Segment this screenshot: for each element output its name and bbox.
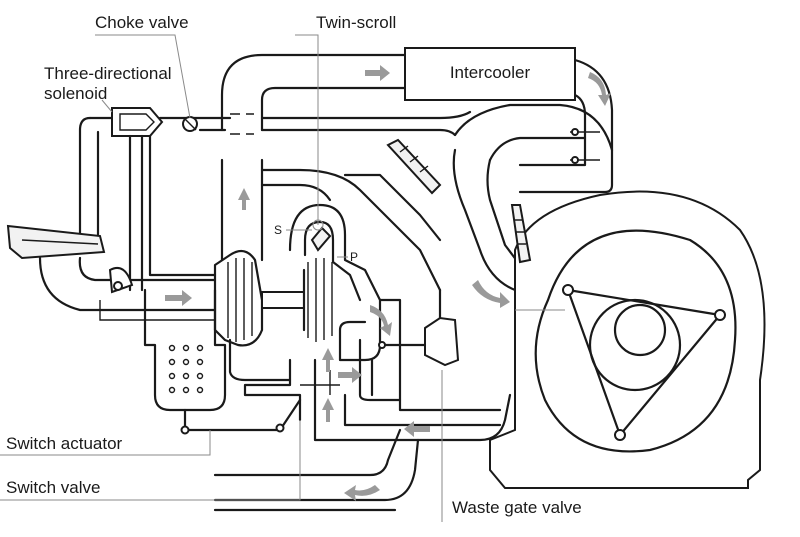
rotary-engine bbox=[489, 190, 766, 489]
intercooler bbox=[404, 47, 576, 101]
waste-gate-valve bbox=[370, 288, 460, 397]
turbine-housing bbox=[288, 203, 382, 362]
intake-manifold bbox=[452, 103, 614, 292]
three-directional-solenoid-label-line2: solenoid bbox=[44, 84, 108, 103]
air-intake bbox=[6, 224, 106, 260]
flow-arrow-icon bbox=[165, 65, 611, 501]
scroll-s-label: S bbox=[274, 223, 283, 237]
intercooler-label: Intercooler bbox=[449, 63, 531, 82]
compressor-housing bbox=[213, 158, 292, 382]
scroll-p-label: P bbox=[350, 250, 359, 264]
exhaust-outlet bbox=[213, 428, 420, 512]
spark-plug-icon bbox=[386, 138, 532, 264]
intake-flap bbox=[108, 266, 134, 294]
choke-valve-label: Choke valve bbox=[95, 13, 189, 32]
left-control-lines bbox=[78, 116, 217, 292]
switch-valve-label: Switch valve bbox=[6, 478, 101, 497]
twin-scroll-flap bbox=[310, 226, 332, 252]
waste-gate-valve-label: Waste gate valve bbox=[452, 498, 582, 517]
twin-scroll-label: Twin-scroll bbox=[316, 13, 397, 32]
exhaust-lines bbox=[260, 168, 502, 427]
intake-pipe bbox=[38, 256, 217, 321]
leader-lines bbox=[0, 34, 443, 522]
switch-actuator-label: Switch actuator bbox=[6, 434, 123, 453]
switch-actuator bbox=[143, 288, 302, 435]
choke-valve bbox=[182, 116, 198, 132]
three-directional-solenoid bbox=[111, 107, 164, 137]
three-directional-solenoid-label-line1: Three-directional bbox=[44, 64, 172, 83]
turbo-shaft bbox=[261, 291, 305, 309]
